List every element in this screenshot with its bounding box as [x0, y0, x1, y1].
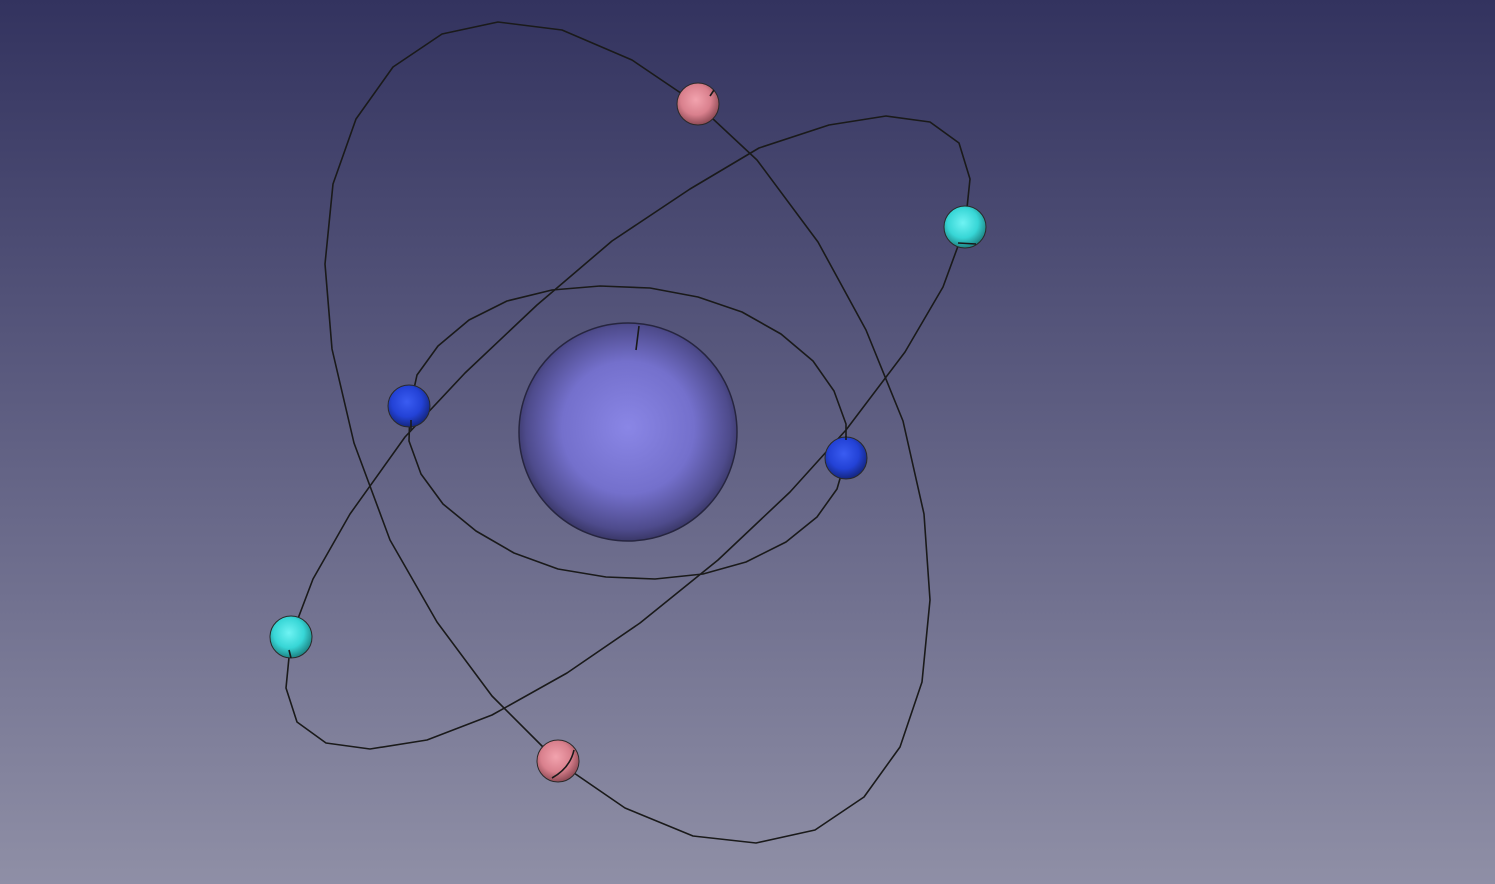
electron-blue-right[interactable] — [824, 436, 868, 480]
orbit-path-diagonal — [285, 115, 971, 750]
nucleus-sphere[interactable] — [518, 322, 738, 542]
orbit-path-vertical — [324, 21, 931, 844]
electron-cyan-right-orbit-tick — [957, 242, 977, 245]
nucleus-axis-marker — [635, 325, 640, 351]
electron-cyan-left-orbit-tick — [288, 649, 292, 659]
electron-blue-left[interactable] — [387, 384, 431, 428]
electron-pink-top-orbit-tick — [709, 89, 715, 97]
orbit-path-inner — [408, 285, 847, 580]
electron-pink-bottom-orbit-arc — [551, 749, 575, 779]
electron-cyan-left[interactable] — [269, 615, 313, 659]
electron-pink-top[interactable] — [676, 82, 720, 126]
electron-pink-bottom[interactable] — [536, 739, 580, 783]
electron-cyan-right[interactable] — [943, 205, 987, 249]
